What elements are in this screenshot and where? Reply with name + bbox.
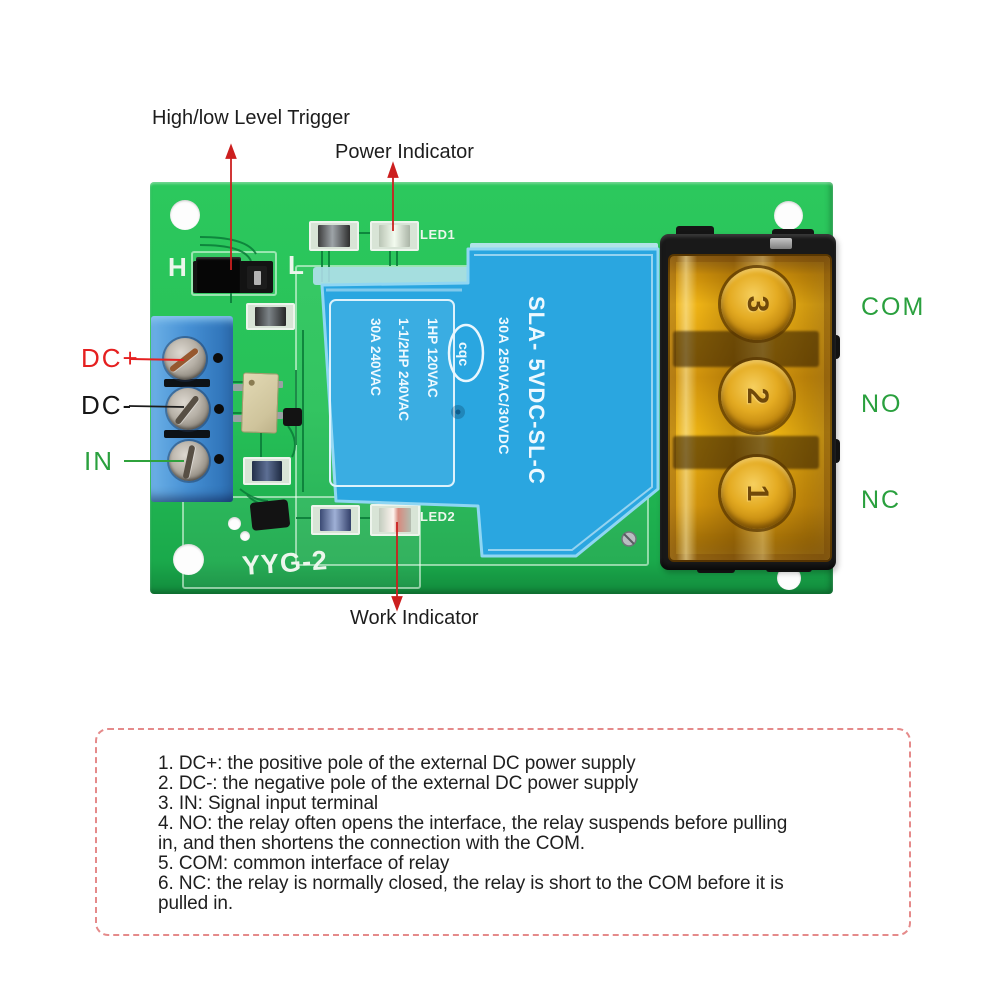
sot23-transistor xyxy=(283,408,302,426)
relay-cqc-logo-text: cqc xyxy=(456,342,472,367)
screw-number: 3 xyxy=(741,295,774,313)
work-indicator-label: Work Indicator xyxy=(350,607,479,629)
silk-board-model: YYG-2 xyxy=(241,545,329,581)
note-item: 2. DC-: the negative pole of the externa… xyxy=(158,773,639,794)
work-led xyxy=(370,504,420,536)
terminal-wire-hole xyxy=(214,404,224,414)
smd-resistor-mid xyxy=(246,303,295,330)
note-item: 1. DC+: the positive pole of the externa… xyxy=(158,753,636,774)
smd-resistor-bottom-body xyxy=(320,509,351,531)
solder-pad xyxy=(240,531,250,541)
screw-number: 2 xyxy=(741,387,774,405)
silk-h-label: H xyxy=(168,252,187,282)
mounting-hole-bottom-left xyxy=(173,544,204,575)
terminal-screw-in xyxy=(169,441,209,481)
work-led-chip xyxy=(379,508,411,532)
relay-panel-line: 1HP 120VAC xyxy=(425,318,440,398)
smd-resistor-bottom xyxy=(311,505,360,535)
no-label: NO xyxy=(861,390,903,418)
driver-transistor xyxy=(249,499,291,531)
terminal-wire-hole xyxy=(214,454,224,464)
opto-leg xyxy=(233,384,244,391)
power-indicator-label: Power Indicator xyxy=(335,141,474,163)
smd-resistor-top xyxy=(309,221,359,251)
trigger-annotation-label: High/low Level Trigger xyxy=(152,107,350,129)
com-label: COM xyxy=(861,293,926,321)
relay-rating-text: 30A 250VAC/30VDC xyxy=(496,317,512,455)
dc-plus-label: DC+ xyxy=(81,343,140,373)
note-item: 4. NO: the relay often opens the interfa… xyxy=(158,813,788,854)
dc-minus-label: DC- xyxy=(81,390,134,420)
output-screw-nc: 1 xyxy=(721,457,793,529)
power-led-chip xyxy=(379,225,410,247)
frame-screw-glint xyxy=(770,238,792,249)
opto-pin1-dot xyxy=(248,379,255,386)
terminal-divider xyxy=(164,379,210,387)
screw-slot xyxy=(182,444,196,480)
smd-resistor-mid-body xyxy=(255,307,286,326)
note-item: 3. IN: Signal input terminal xyxy=(158,793,379,814)
terminal-wire-hole xyxy=(213,353,223,363)
solder-pad xyxy=(228,517,241,530)
jumper-pin-metal xyxy=(254,271,261,285)
notes-text: 1. DC+: the positive pole of the externa… xyxy=(158,754,898,914)
relay-panel-line: 30A 240VAC xyxy=(368,318,383,397)
terminal-screw-dcplus xyxy=(164,338,206,380)
output-screw-com: 3 xyxy=(721,268,793,340)
output-screw-no: 2 xyxy=(721,360,793,432)
relay-model-text: SLA- 5VDC-SL-C xyxy=(524,296,549,485)
smd-resistor-body xyxy=(318,225,350,247)
nc-label: NC xyxy=(861,486,902,514)
mounting-hole-top-left xyxy=(170,200,200,230)
screw-slot xyxy=(174,394,200,426)
terminal-screw-dcminus xyxy=(167,388,209,430)
relay-panel-text: 1HP 120VAC 1-1/2HP 240VAC 30A 240VAC xyxy=(361,318,447,421)
optocoupler xyxy=(240,372,280,434)
in-label: IN xyxy=(84,446,114,476)
terminal-divider xyxy=(164,430,210,438)
opto-leg xyxy=(233,415,244,422)
silk-led1-label: LED1 xyxy=(420,227,456,242)
mounting-hole-top-right xyxy=(774,201,803,230)
silk-l-label: L xyxy=(288,250,304,280)
smd-resistor-lower xyxy=(243,457,291,485)
relay-panel-line: 1-1/2HP 240VAC xyxy=(396,318,412,422)
note-item: 5. COM: common interface of relay xyxy=(158,853,450,874)
smd-resistor-lower-body xyxy=(252,461,282,481)
screw-number: 1 xyxy=(741,484,774,502)
notes-box: 1. DC+: the positive pole of the externa… xyxy=(95,728,911,936)
screw-slot xyxy=(168,347,200,373)
power-led xyxy=(370,221,419,251)
note-item: 6. NC: the relay is normally closed, the… xyxy=(158,873,784,914)
jumper-cap xyxy=(196,257,241,293)
silk-led2-label: LED2 xyxy=(420,509,456,524)
